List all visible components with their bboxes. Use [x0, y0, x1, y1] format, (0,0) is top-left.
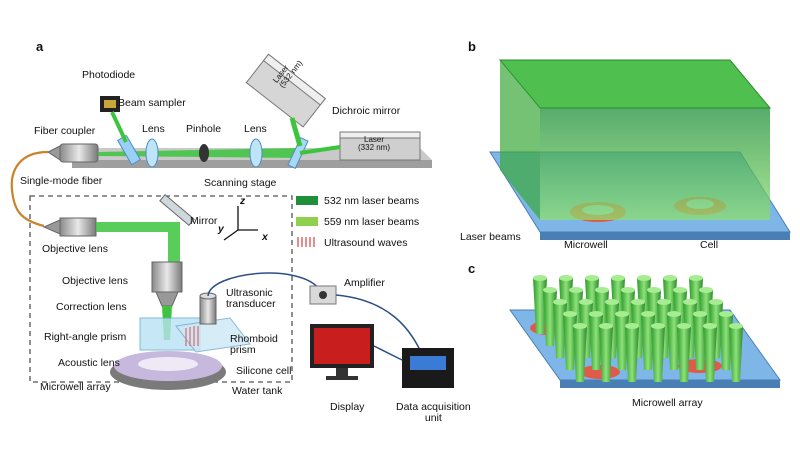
cable-display — [373, 345, 403, 361]
label-single-mode-fiber: Single-mode fiber — [20, 175, 103, 187]
objective-lens-2 — [151, 261, 183, 307]
legend-swatch-ultrasound — [297, 237, 315, 247]
display-monitor — [310, 324, 374, 380]
objective-lens-1 — [42, 217, 97, 237]
legend-swatch-559 — [296, 217, 318, 226]
label-mirror: Mirror — [190, 215, 218, 227]
label-laser-beams: Laser beams — [460, 231, 521, 243]
panel-b-drawing — [489, 59, 791, 240]
legend-swatch-532 — [296, 196, 318, 205]
label-objective-lens-2: Objective lens — [62, 275, 128, 287]
amplifier — [309, 285, 337, 305]
label-objective-lens-1: Objective lens — [42, 243, 108, 255]
axis-y: y — [218, 223, 224, 235]
label-correction-lens: Correction lens — [56, 301, 127, 313]
legend-label-532: 532 nm laser beams — [324, 195, 420, 207]
panel-b-label: b — [468, 39, 476, 54]
axis-triad — [223, 206, 258, 241]
label-lens-1: Lens — [142, 123, 165, 135]
legend-label-559: 559 nm laser beams — [324, 216, 420, 228]
label-photodiode: Photodiode — [82, 69, 136, 81]
label-pinhole: Pinhole — [186, 123, 222, 135]
photodiode — [100, 96, 128, 143]
label-water-tank: Water tank — [232, 385, 283, 397]
single-mode-fiber — [10, 150, 49, 228]
microwell-columns — [533, 275, 743, 382]
label-microwell: Microwell — [564, 239, 608, 251]
beam-block-side — [500, 60, 540, 220]
microwell-column — [573, 323, 587, 382]
label-beam-sampler: Beam sampler — [118, 97, 186, 109]
label-silicone-cell: Silicone cell — [236, 365, 292, 377]
water-tank — [110, 351, 226, 390]
ultrasonic-transducer — [199, 292, 217, 325]
legend-label-ultrasound: Ultrasound waves — [324, 237, 408, 249]
panel-c-label: c — [468, 261, 476, 276]
cable-amp — [207, 272, 321, 297]
label-amplifier: Amplifier — [344, 277, 385, 289]
microwell-column — [651, 323, 665, 382]
beam-block-top — [498, 59, 772, 109]
label-cell: Cell — [700, 239, 719, 251]
label-acoustic-lens: Acoustic lens — [58, 357, 120, 369]
ultrasound-waves — [185, 326, 199, 346]
label-dichroic: Dichroic mirror — [332, 105, 401, 117]
beam-532 — [289, 117, 303, 147]
laser-332 — [339, 131, 421, 161]
label-right-angle-prism: Right-angle prism — [44, 331, 127, 343]
laser-532 — [245, 53, 326, 128]
axis-x: x — [262, 231, 268, 243]
pinhole — [199, 144, 209, 162]
lens-1 — [145, 138, 159, 168]
label-scanning-stage: Scanning stage — [204, 177, 277, 189]
label-daq: Data acquisition unit — [396, 401, 471, 424]
microwell-column — [625, 323, 639, 382]
label-lens-2: Lens — [244, 123, 267, 135]
label-laser-332: Laser (332 nm) — [358, 135, 391, 152]
axis-z: z — [240, 195, 246, 207]
fiber-coupler — [47, 143, 99, 163]
label-microwell-array-c: Microwell array — [632, 397, 703, 409]
microwell-column — [599, 323, 613, 382]
panel-a-label: a — [36, 39, 44, 54]
lens-2 — [249, 138, 263, 168]
label-rhomboid-prism: Rhomboid prism — [230, 333, 278, 356]
label-display: Display — [330, 401, 365, 413]
beam-vertical — [168, 232, 180, 262]
label-microwell-array-a: Microwell array — [40, 381, 111, 393]
beam-to-mirror — [96, 222, 180, 232]
microwell-column — [729, 323, 743, 382]
mirror — [159, 194, 195, 226]
microwell-column — [703, 323, 717, 382]
label-fiber-coupler: Fiber coupler — [34, 125, 96, 137]
beam-332 — [299, 145, 341, 155]
daq-unit — [402, 348, 454, 388]
beam-block-front — [540, 108, 770, 220]
label-ultrasonic-transducer: Ultrasonic transducer — [226, 287, 276, 310]
cable-daq — [335, 294, 421, 351]
microwell-column — [677, 323, 691, 382]
